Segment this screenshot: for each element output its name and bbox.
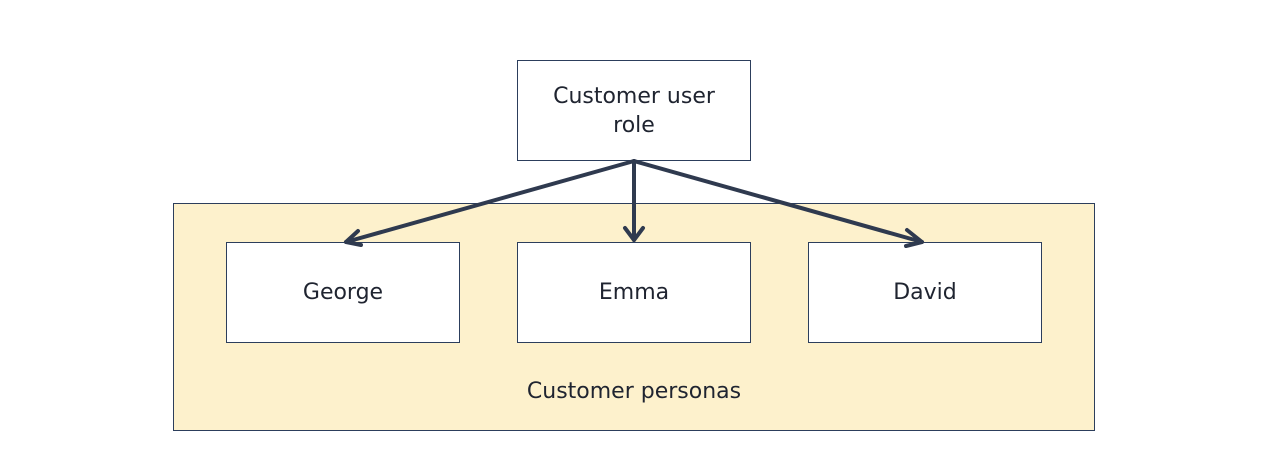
persona-node-david: David (808, 242, 1042, 343)
customer-user-role-label: Customer user role (553, 83, 715, 138)
persona-node-emma: Emma (517, 242, 751, 343)
customer-user-role-node: Customer user role (517, 60, 751, 161)
persona-node-george: George (226, 242, 460, 343)
persona-label-david: David (893, 280, 957, 305)
persona-label-emma: Emma (598, 280, 670, 305)
customer-personas-label: Customer personas (526, 379, 742, 404)
persona-label-george: George (302, 280, 384, 305)
